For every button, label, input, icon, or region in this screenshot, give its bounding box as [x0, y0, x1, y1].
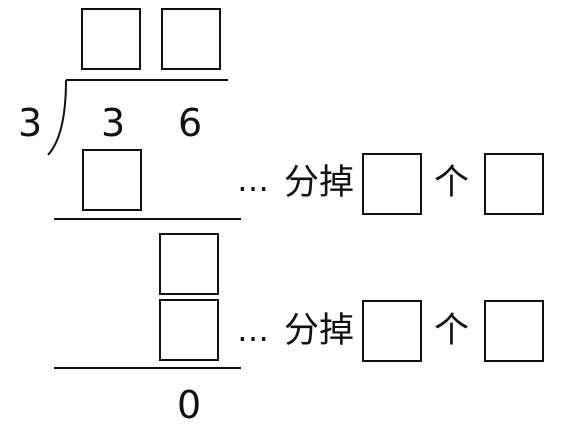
- dividend-ones-digit: 6: [178, 101, 203, 145]
- step2-text-fendiao: 分掉: [284, 311, 355, 351]
- step2-amount-box[interactable]: [362, 300, 422, 362]
- step2-subtraction-line: [54, 367, 241, 369]
- step1-product-box[interactable]: [82, 149, 142, 211]
- step1-ellipsis: …: [237, 161, 269, 199]
- dividend-tens-digit: 3: [101, 101, 126, 145]
- step1-amount-box[interactable]: [362, 153, 422, 215]
- step1-text-fendiao: 分掉: [284, 163, 355, 203]
- step2-unit-box[interactable]: [484, 300, 544, 362]
- step2-product-box[interactable]: [159, 299, 219, 361]
- step2-carry-down-box[interactable]: [159, 233, 219, 295]
- step2-ellipsis: …: [237, 311, 269, 349]
- step1-text-ge: 个: [434, 163, 470, 203]
- step1-subtraction-line: [54, 218, 241, 220]
- step1-unit-box[interactable]: [484, 153, 544, 215]
- quotient-box-ones[interactable]: [161, 8, 221, 70]
- divisor: 3: [18, 101, 43, 145]
- remainder: 0: [177, 383, 202, 427]
- step2-text-ge: 个: [434, 311, 470, 351]
- quotient-box-tens[interactable]: [81, 8, 141, 70]
